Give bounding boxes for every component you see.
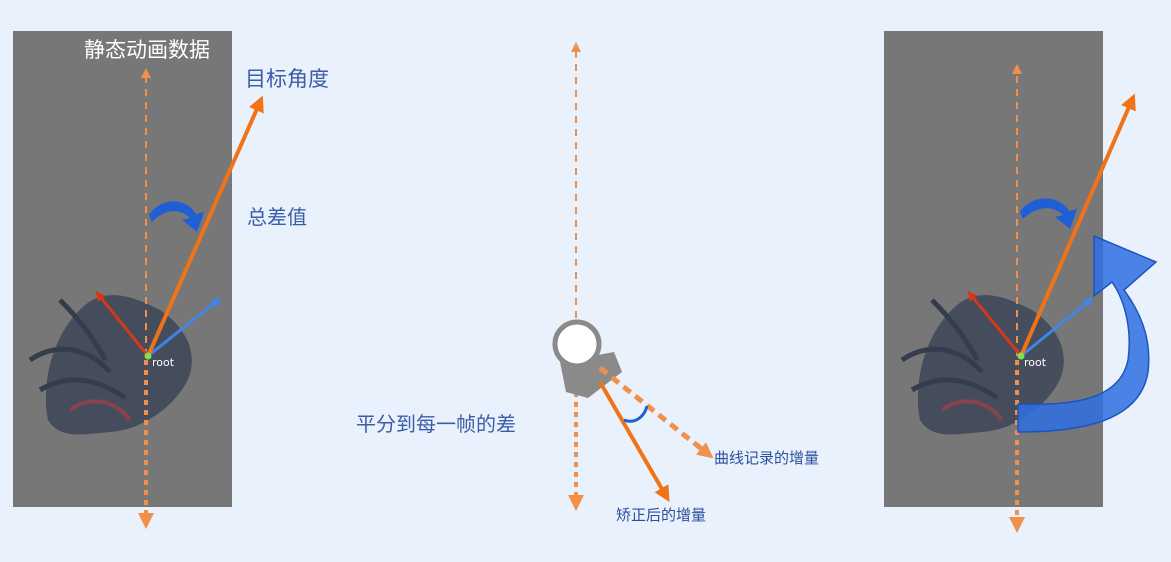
corrected-increment-arrow	[598, 380, 670, 503]
left-target-angle-arrow	[146, 95, 264, 357]
left-character-silhouette	[28, 295, 192, 435]
total-diff-label: 总差值	[247, 205, 307, 229]
per-frame-diff-arc-icon	[623, 405, 649, 423]
right-correction-arc-icon	[1017, 234, 1158, 433]
right-character-silhouette	[900, 295, 1064, 435]
right-root-joint	[1017, 352, 1025, 360]
right-total-diff-arc-icon	[1020, 198, 1077, 229]
curve-increment-label: 曲线记录的增量	[714, 449, 820, 467]
left-bone-red-axis	[95, 290, 150, 357]
left-total-diff-arc-icon	[149, 201, 204, 232]
joint-circle	[552, 319, 602, 369]
left-bone-blue-axis	[147, 297, 222, 358]
right-target-angle-arrow	[1019, 93, 1136, 357]
corrected-increment-label: 矫正后的增量	[616, 506, 707, 524]
split-per-frame-label: 平分到每一帧的差	[356, 412, 516, 436]
left-root-label: root	[152, 356, 175, 369]
right-bone-blue-axis	[1020, 297, 1094, 358]
right-bone-red-axis	[967, 290, 1023, 357]
right-root-label: root	[1024, 356, 1047, 369]
static-animation-title: 静态动画数据	[84, 38, 210, 62]
curve-increment-dashed-arrow	[598, 366, 714, 459]
left-root-joint	[144, 352, 152, 360]
target-angle-label: 目标角度	[245, 67, 329, 91]
